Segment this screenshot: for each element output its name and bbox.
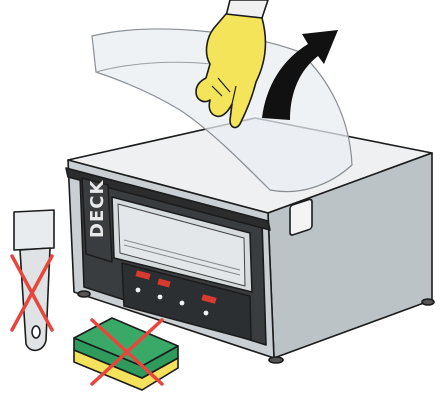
oven-brand-label: DECK xyxy=(87,180,108,238)
scraper-tool xyxy=(14,210,54,350)
control-knob-3 xyxy=(180,301,185,306)
control-knob-4 xyxy=(204,311,209,316)
oven-foot-right xyxy=(269,357,283,363)
control-knob-1 xyxy=(136,288,141,293)
oven-side-label xyxy=(290,199,312,236)
oven-foot-back xyxy=(422,299,434,305)
scraper-hang-hole xyxy=(32,326,40,338)
control-knob-2 xyxy=(158,295,163,300)
oven-foot-left xyxy=(78,291,90,297)
scraper-blade xyxy=(14,210,54,250)
